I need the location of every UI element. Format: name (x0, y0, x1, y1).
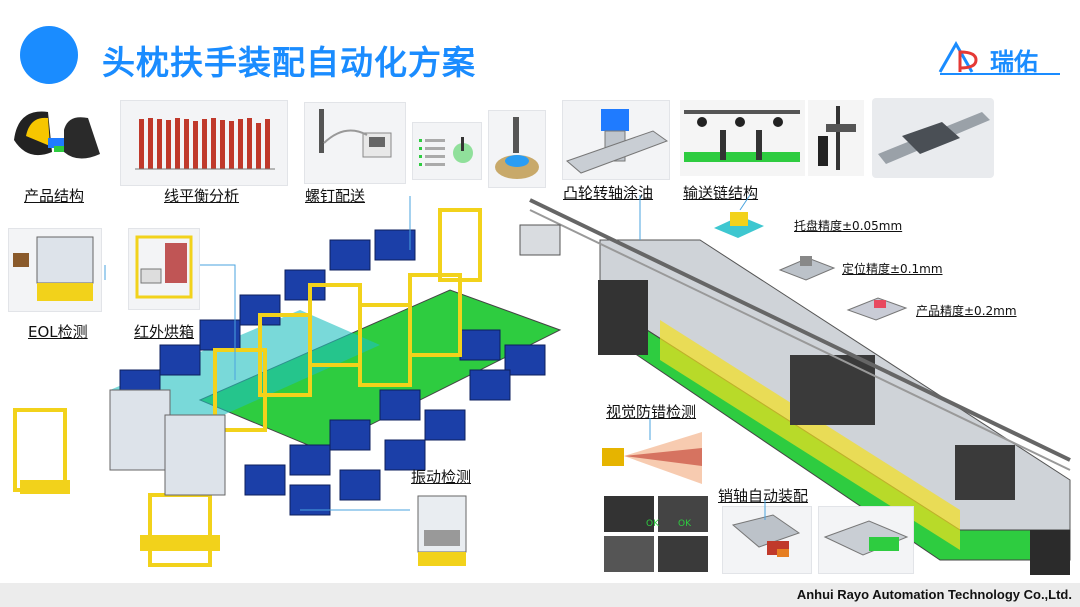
eol-station-image (8, 228, 102, 312)
vision-sensor-image (598, 426, 708, 490)
tray-image (710, 204, 768, 248)
vibration-test-image (410, 490, 474, 576)
label-line-balance: 线平衡分析 (164, 187, 240, 205)
label-positioning-precision: 定位精度±0.1mm (842, 262, 943, 276)
vision-ok-images: OK OK (604, 496, 708, 572)
label-conveyor: 输送链结构 (683, 184, 759, 202)
positioning-fixture-image (776, 248, 838, 288)
label-cam-oiling: 凸轮转轴涂油 (563, 184, 654, 202)
svg-text:OK: OK (646, 519, 660, 529)
label-vibration-test: 振动检测 (411, 468, 472, 486)
logo-text: 瑞佑 (990, 48, 1038, 76)
screw-station-image (488, 110, 546, 188)
footer-company-name: Anhui Rayo Automation Technology Co.,Ltd… (796, 587, 1072, 602)
infrared-oven-image (128, 228, 200, 310)
label-screw-feed: 螺钉配送 (305, 187, 366, 205)
page-title: 头枕扶手装配自动化方案 (102, 43, 476, 82)
screw-feed-diagram-image (412, 122, 482, 180)
title-circle-decoration (20, 26, 78, 84)
svg-text:OK: OK (678, 519, 692, 529)
label-pin-assembly: 销轴自动装配 (718, 487, 809, 505)
cam-oiling-image (562, 100, 670, 180)
label-product-structure: 产品结构 (24, 187, 85, 205)
product-structure-image (8, 100, 108, 172)
company-logo (938, 40, 1062, 76)
assembly-line-illustration (13, 198, 1071, 575)
label-vision-check: 视觉防错检测 (606, 403, 697, 421)
screw-feed-image (304, 102, 406, 184)
conveyor-image-2 (808, 100, 864, 176)
label-eol: EOL检测 (28, 323, 88, 341)
footer-bar (0, 583, 1080, 607)
label-infrared-oven: 红外烘箱 (134, 323, 195, 341)
label-tray-precision: 托盘精度±0.05mm (794, 219, 903, 233)
conveyor-image-3 (872, 98, 994, 178)
conveyor-image-1 (680, 100, 805, 176)
pin-assembly-image-1 (722, 506, 812, 574)
label-product-precision: 产品精度±0.2mm (916, 304, 1017, 318)
product-part-image (844, 290, 910, 326)
pin-assembly-image-2 (818, 506, 914, 574)
line-balance-chart-image (120, 100, 288, 186)
